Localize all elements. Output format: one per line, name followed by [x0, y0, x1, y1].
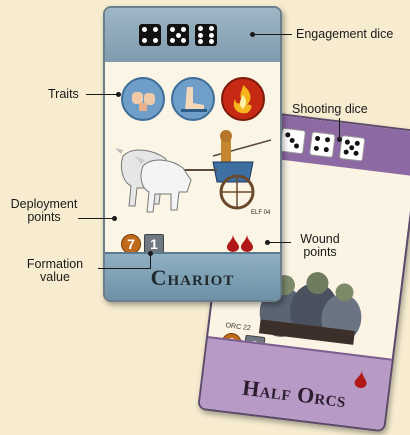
callout-dot	[250, 32, 255, 37]
chariot-illustration	[115, 130, 272, 213]
foot-trait-icon	[171, 77, 215, 121]
engagement-dice-row	[139, 24, 217, 46]
engagement-die-icon	[167, 24, 189, 46]
half-orcs-illustration	[258, 272, 362, 345]
stat-badges: 7 1	[121, 234, 164, 254]
label-line: value	[40, 270, 70, 284]
shooting-die-icon	[309, 131, 336, 159]
callout-dot	[112, 216, 117, 221]
fist-trait-icon	[121, 77, 165, 121]
traits-label: Traits	[48, 87, 79, 101]
callout-leader	[339, 118, 340, 138]
callout-dot	[116, 92, 121, 97]
label-line: points	[303, 245, 337, 259]
wound-points-label: Wound points	[290, 233, 350, 259]
callout-leader	[98, 268, 150, 269]
engagement-die-icon	[195, 24, 217, 46]
wound-drop-icon	[353, 369, 368, 393]
shooting-die-icon	[338, 134, 366, 162]
callout-dot	[337, 137, 342, 142]
engagement-die-icon	[139, 24, 161, 46]
callout-dot	[265, 240, 270, 245]
unit-name: Chariot	[150, 265, 235, 290]
formation-value-label: Formation value	[10, 258, 100, 284]
card-footer-band	[105, 252, 280, 300]
wound-points-icons	[227, 234, 253, 252]
callout-leader	[254, 34, 292, 35]
formation-value-badge: 1	[144, 234, 164, 254]
label-line: Formation	[26, 257, 84, 271]
callout-leader	[78, 218, 114, 219]
wound-drop-icon	[227, 234, 239, 252]
unit-code: ELF 04	[251, 210, 271, 216]
engagement-dice-label: Engagement dice	[296, 27, 394, 41]
callout-leader	[269, 242, 291, 243]
callout-leader	[150, 254, 151, 269]
chariot-card: ELF 04 7 1 Chariot	[103, 6, 282, 302]
label-line: Deployment	[10, 197, 78, 211]
wound-drop-icon	[241, 234, 253, 252]
shooting-dice-label: Shooting dice	[292, 102, 368, 116]
fire-trait-icon	[221, 77, 265, 121]
deployment-points-label: Deployment points	[4, 198, 84, 224]
callout-leader	[86, 94, 118, 95]
half-orcs-card: ORC 22 3 3 Half Orcs	[197, 107, 410, 433]
label-line: points	[27, 210, 61, 224]
label-line: Wound	[300, 232, 340, 246]
deployment-points-badge: 7	[121, 234, 141, 254]
shooting-die-icon	[279, 127, 306, 155]
callout-dot	[148, 251, 153, 256]
